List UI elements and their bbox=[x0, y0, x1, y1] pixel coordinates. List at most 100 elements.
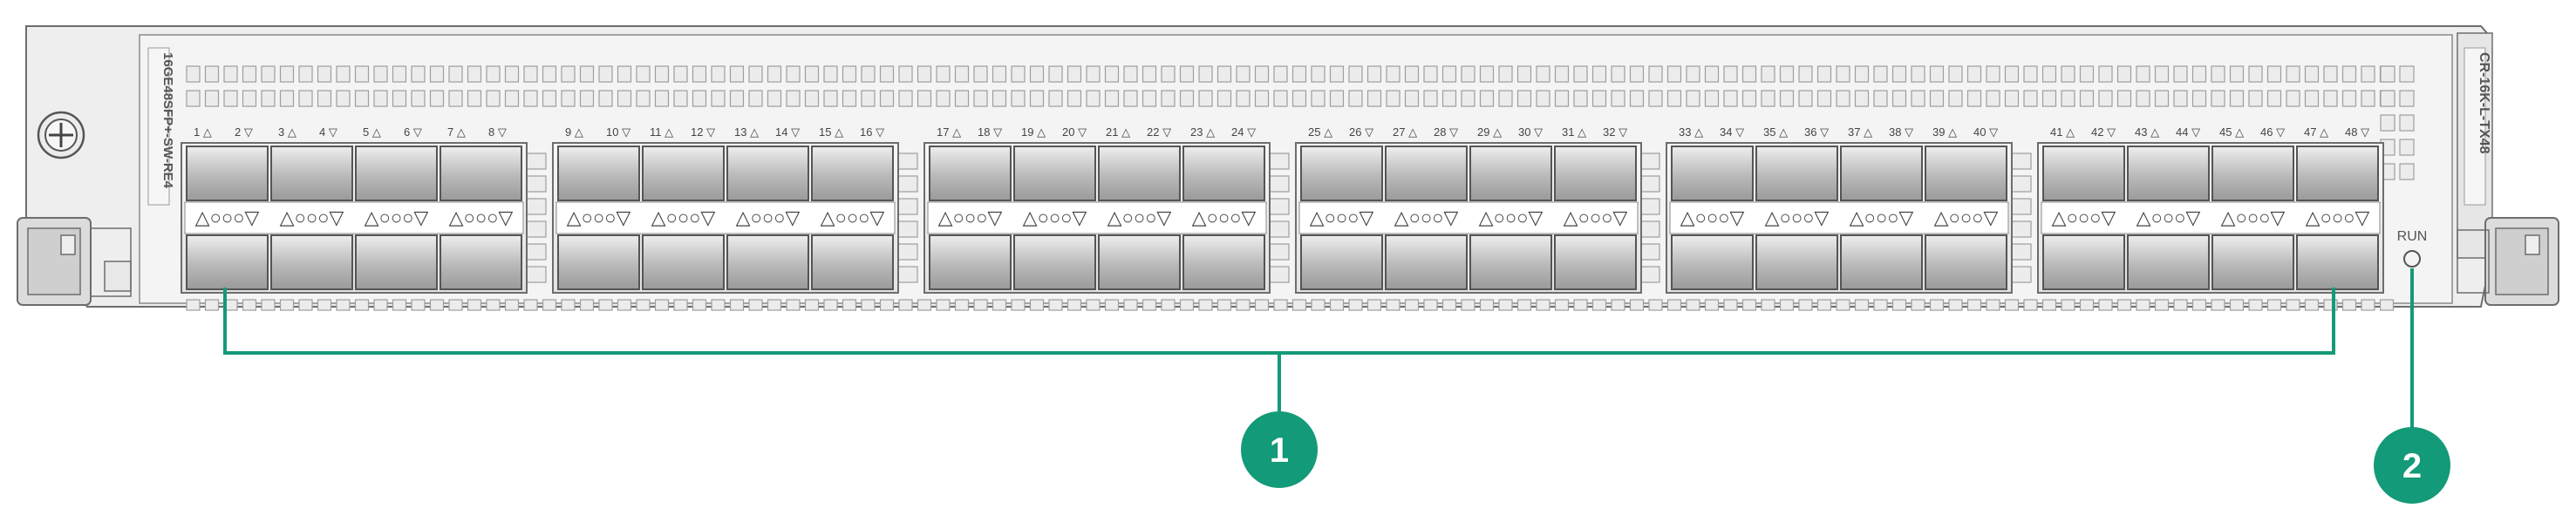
sfp-port[interactable] bbox=[1300, 234, 1383, 290]
sfp-port[interactable] bbox=[929, 234, 1012, 290]
sfp-port[interactable] bbox=[2042, 234, 2125, 290]
sfp-port[interactable] bbox=[1755, 234, 1838, 290]
vent-slot bbox=[804, 299, 820, 311]
sfp-port[interactable] bbox=[1469, 234, 1552, 290]
vent-slot bbox=[2011, 266, 2032, 283]
vent-slot bbox=[1536, 65, 1550, 83]
sfp-port[interactable] bbox=[1840, 234, 1923, 290]
vent-slot bbox=[767, 299, 782, 311]
vent-slot bbox=[1161, 299, 1176, 311]
sfp-port[interactable] bbox=[811, 234, 894, 290]
sfp-port[interactable] bbox=[2211, 234, 2294, 290]
vent-slot bbox=[2323, 90, 2338, 107]
sfp-port[interactable] bbox=[1840, 146, 1923, 201]
port-led-indicators: △○○○▽ bbox=[1850, 207, 1914, 228]
vent-slot bbox=[1123, 65, 1138, 83]
sfp-port[interactable] bbox=[1554, 234, 1637, 290]
sfp-port[interactable] bbox=[1469, 146, 1552, 201]
vent-slot bbox=[1104, 299, 1120, 311]
sfp-port[interactable] bbox=[355, 146, 438, 201]
vent-slot bbox=[1273, 299, 1288, 311]
sfp-port[interactable] bbox=[929, 146, 1012, 201]
sfp-port[interactable] bbox=[1385, 234, 1468, 290]
vent-slot bbox=[1269, 220, 1290, 238]
vent-slot bbox=[1404, 90, 1420, 107]
sfp-port[interactable] bbox=[1300, 146, 1383, 201]
sfp-port[interactable] bbox=[557, 146, 640, 201]
vent-slot bbox=[2011, 220, 2032, 238]
sfp-port[interactable] bbox=[1671, 234, 1754, 290]
vent-slot bbox=[2098, 299, 2113, 311]
sfp-port[interactable] bbox=[1013, 146, 1096, 201]
vent-slot bbox=[223, 90, 238, 107]
vent-slot bbox=[673, 90, 688, 107]
port-group: △○○○▽△○○○▽△○○○▽△○○○▽25 △26 ▽27 △28 ▽29 △… bbox=[1295, 125, 1642, 294]
sfp-port[interactable] bbox=[2296, 234, 2379, 290]
vent-slot bbox=[804, 65, 820, 83]
led-strip bbox=[184, 201, 524, 234]
sfp-port[interactable] bbox=[811, 146, 894, 201]
vent-slot bbox=[223, 65, 238, 83]
vent-slot bbox=[1986, 299, 2000, 311]
vent-slot bbox=[1891, 65, 1907, 83]
sfp-port[interactable] bbox=[186, 234, 269, 290]
sfp-port[interactable] bbox=[1385, 146, 1468, 201]
sfp-port[interactable] bbox=[270, 146, 353, 201]
sfp-port[interactable] bbox=[1755, 146, 1838, 201]
vent-slot bbox=[429, 299, 445, 311]
sfp-port[interactable] bbox=[355, 234, 438, 290]
vent-slot bbox=[1366, 299, 1382, 311]
sfp-port[interactable] bbox=[642, 234, 725, 290]
vent-slot bbox=[1798, 299, 1813, 311]
sfp-port[interactable] bbox=[1098, 234, 1181, 290]
vent-slot bbox=[1269, 175, 1290, 193]
vent-slot bbox=[561, 90, 576, 107]
sfp-port[interactable] bbox=[2296, 146, 2379, 201]
sfp-port[interactable] bbox=[186, 146, 269, 201]
vent-slot bbox=[1479, 299, 1495, 311]
sfp-port[interactable] bbox=[2127, 234, 2210, 290]
vent-slot bbox=[2061, 299, 2075, 311]
vent-slot bbox=[1573, 299, 1588, 311]
sfp-port[interactable] bbox=[2211, 146, 2294, 201]
sfp-port[interactable] bbox=[1182, 146, 1265, 201]
sfp-port[interactable] bbox=[1098, 146, 1181, 201]
vent-slot bbox=[1441, 90, 1457, 107]
sfp-port[interactable] bbox=[440, 234, 522, 290]
sfp-port[interactable] bbox=[1671, 146, 1754, 201]
vent-slot bbox=[448, 90, 463, 107]
port-number-label: 17 △ bbox=[937, 125, 961, 139]
vent-slot bbox=[1086, 65, 1101, 83]
sfp-port[interactable] bbox=[557, 234, 640, 290]
vent-slot bbox=[523, 299, 538, 311]
sfp-port[interactable] bbox=[2042, 146, 2125, 201]
sfp-port[interactable] bbox=[1554, 146, 1637, 201]
vent-slot bbox=[279, 299, 295, 311]
sfp-port[interactable] bbox=[1925, 146, 2007, 201]
sfp-port[interactable] bbox=[1013, 234, 1096, 290]
vent-slot bbox=[336, 299, 351, 311]
vent-slot bbox=[1611, 90, 1625, 107]
vent-slot bbox=[2041, 299, 2057, 311]
sfp-port[interactable] bbox=[2127, 146, 2210, 201]
vent-slot bbox=[936, 90, 951, 107]
port-number-label: 29 △ bbox=[1477, 125, 1502, 139]
vent-slot bbox=[1986, 90, 2000, 107]
sfp-port[interactable] bbox=[642, 146, 725, 201]
sfp-port[interactable] bbox=[1925, 234, 2007, 290]
vent-slot bbox=[879, 90, 895, 107]
vent-slot bbox=[1141, 90, 1157, 107]
sfp-port[interactable] bbox=[440, 146, 522, 201]
port-led-indicators: △○○○▽ bbox=[938, 207, 1003, 228]
sfp-port[interactable] bbox=[1182, 234, 1265, 290]
vent-slot bbox=[1591, 90, 1607, 107]
sfp-port[interactable] bbox=[726, 146, 809, 201]
vent-slot bbox=[2229, 90, 2245, 107]
vent-slot bbox=[298, 90, 313, 107]
vent-slot bbox=[823, 90, 838, 107]
vent-slot bbox=[336, 90, 351, 107]
sfp-port[interactable] bbox=[270, 234, 353, 290]
sfp-port[interactable] bbox=[726, 234, 809, 290]
vent-slot bbox=[504, 299, 520, 311]
vent-slot bbox=[1516, 299, 1532, 311]
